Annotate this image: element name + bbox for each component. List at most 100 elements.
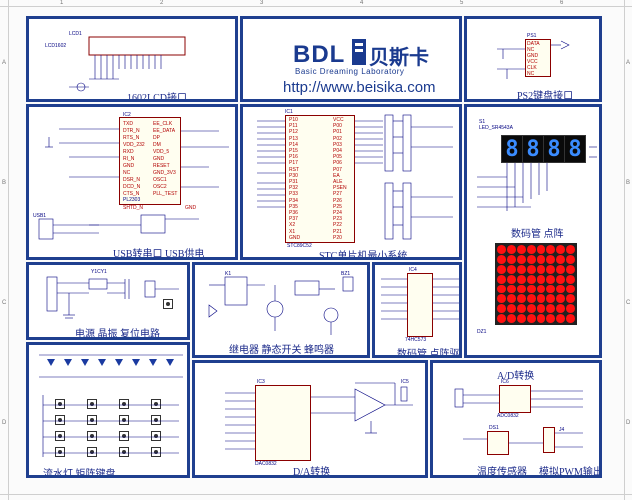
stc-left-pin-10: P30: [289, 172, 298, 179]
usb-chip: [119, 117, 181, 205]
stc-right-pin-3: P01: [333, 129, 342, 136]
usb-caption: USB转串口 USB供电: [113, 249, 205, 260]
ruler-top-4: 4: [360, 0, 364, 6]
matrix-key: [55, 399, 65, 409]
stc-right-pin-1: VCC: [333, 117, 344, 123]
matrix-dot: [526, 314, 536, 323]
ruler-side-c: C: [2, 300, 7, 306]
ps2-pin-6: NC: [527, 71, 535, 77]
matrix-dot: [516, 245, 526, 254]
matrix-key: [119, 415, 129, 425]
usb-pin-22: OSC2: [153, 184, 167, 190]
matrix-dot: [556, 254, 566, 264]
pwm-ref: J4: [559, 427, 565, 433]
matrix-dot: [566, 314, 575, 323]
led-icon: [64, 359, 72, 366]
relay-ref: K1: [225, 271, 232, 277]
stc-left-pin-8: P17: [289, 160, 298, 167]
matrix-dot: [516, 304, 526, 314]
matrix-dot: [526, 284, 536, 294]
matrix-key: [87, 415, 97, 425]
logo-brand-cn: 贝斯卡: [369, 45, 429, 69]
matrix-dot: [566, 284, 575, 294]
stc-chip-ref: IC1: [285, 109, 293, 115]
ruler-side-d-right: D: [626, 420, 631, 426]
matrix-dot: [506, 245, 516, 254]
ps2-wiring: [497, 40, 570, 79]
matrix-dot: [526, 254, 536, 264]
driver-wiring: [381, 278, 459, 320]
matrix-dot: [516, 314, 526, 323]
adc-ref: IC6: [501, 379, 509, 385]
stc-left-pin-19: X1: [289, 228, 296, 235]
matrix-dot: [526, 264, 536, 274]
temp-ref: DS1: [489, 425, 499, 431]
stc-left-pin-20: GND: [289, 234, 301, 241]
stc-wiring: [257, 114, 453, 240]
matrix-dot: [516, 264, 526, 274]
stc-left-pin-16: P36: [289, 210, 298, 216]
usb-pin-6: RI_N: [123, 156, 135, 162]
matrix-dot: [506, 304, 516, 314]
stc-left-pin-7: P16: [289, 154, 298, 161]
ruler-side-b-right: B: [626, 180, 631, 186]
matrix-dot: [506, 274, 516, 284]
panel-ps2: PS1 DATA NC GND VCC CLK NC PS2键盘接口: [464, 16, 602, 102]
stc-right-pin-19: P21: [333, 228, 342, 235]
stc-right-pin-5: P03: [333, 141, 342, 148]
usb-pin-4: VDD_232: [123, 142, 145, 148]
driver-chip: [407, 273, 433, 337]
relay-caption: 继电器 静态开关 蜂鸣器: [229, 345, 334, 356]
stc-right-pin-9: P07: [333, 166, 342, 173]
panel-power: Y1CY1 电源 晶振 复位电路: [26, 262, 190, 340]
lcd-model: LCD1602: [45, 43, 67, 49]
matrix-dot: [536, 254, 546, 264]
usb-pin-7: GND: [123, 163, 135, 169]
ruler-side-d: D: [2, 420, 7, 426]
matrix-dot: [546, 245, 556, 254]
ruler-top-5: 5: [460, 0, 464, 6]
matrix-dot: [536, 245, 546, 254]
logo-url: http://www.beisika.com: [283, 79, 436, 96]
power-caption: 电源 晶振 复位电路: [75, 329, 160, 340]
stc-left-pin-6: P15: [289, 148, 298, 154]
ruler-top-3: 3: [260, 0, 264, 6]
matrix-dot: [526, 304, 536, 314]
usb-pin-18: GND: [153, 156, 165, 162]
matrix-key: [119, 399, 129, 409]
stc-left-pin-18: X2: [289, 222, 296, 229]
lcd-wiring: [69, 36, 186, 92]
matrix-dot: [497, 264, 506, 274]
matrix-dot: [546, 304, 556, 314]
seg-ref: S1: [479, 119, 486, 125]
led-icon: [166, 359, 174, 366]
matrix-dot: [566, 264, 575, 274]
stc-right-pin-15: P25: [333, 203, 342, 210]
ps2-pin-2: NC: [527, 47, 535, 53]
usb-pin-16: DM: [153, 142, 161, 148]
usb-pin-14: EE_DATA: [153, 128, 176, 134]
matrix-dot: [526, 274, 536, 284]
usb-pin-23: PLL_TEST: [153, 191, 178, 197]
matrix-dot: [536, 284, 546, 294]
matrix-dot: [566, 245, 575, 254]
matrix-key: [119, 431, 129, 441]
matrix-dot: [516, 254, 526, 264]
matrix-key: [87, 447, 97, 457]
panel-seg-driver: 74HC573 IC4 数码管 点阵驱动: [372, 262, 462, 358]
led-icon: [98, 359, 106, 366]
lcd-caption: 1602LCD接口: [127, 93, 187, 102]
stc-left-pin-9: RST: [289, 166, 299, 173]
sheet-border-bottom: [0, 494, 632, 495]
led-icon: [47, 359, 55, 366]
seg-driver-caption: 数码管 点阵驱动: [397, 349, 460, 358]
panel-lcd: LCD1 LCD1602 1602LCD接口: [26, 16, 238, 102]
sheet-border-top: [0, 6, 632, 7]
matrix-key: [55, 431, 65, 441]
ruler-side-a-right: A: [626, 60, 631, 66]
dac-model: DAC0832: [255, 461, 277, 467]
stc-chip-model: STC89C52: [287, 243, 312, 249]
usb-chip-ref: IC2: [123, 112, 131, 118]
stc-left-pin-14: P34: [289, 197, 298, 204]
